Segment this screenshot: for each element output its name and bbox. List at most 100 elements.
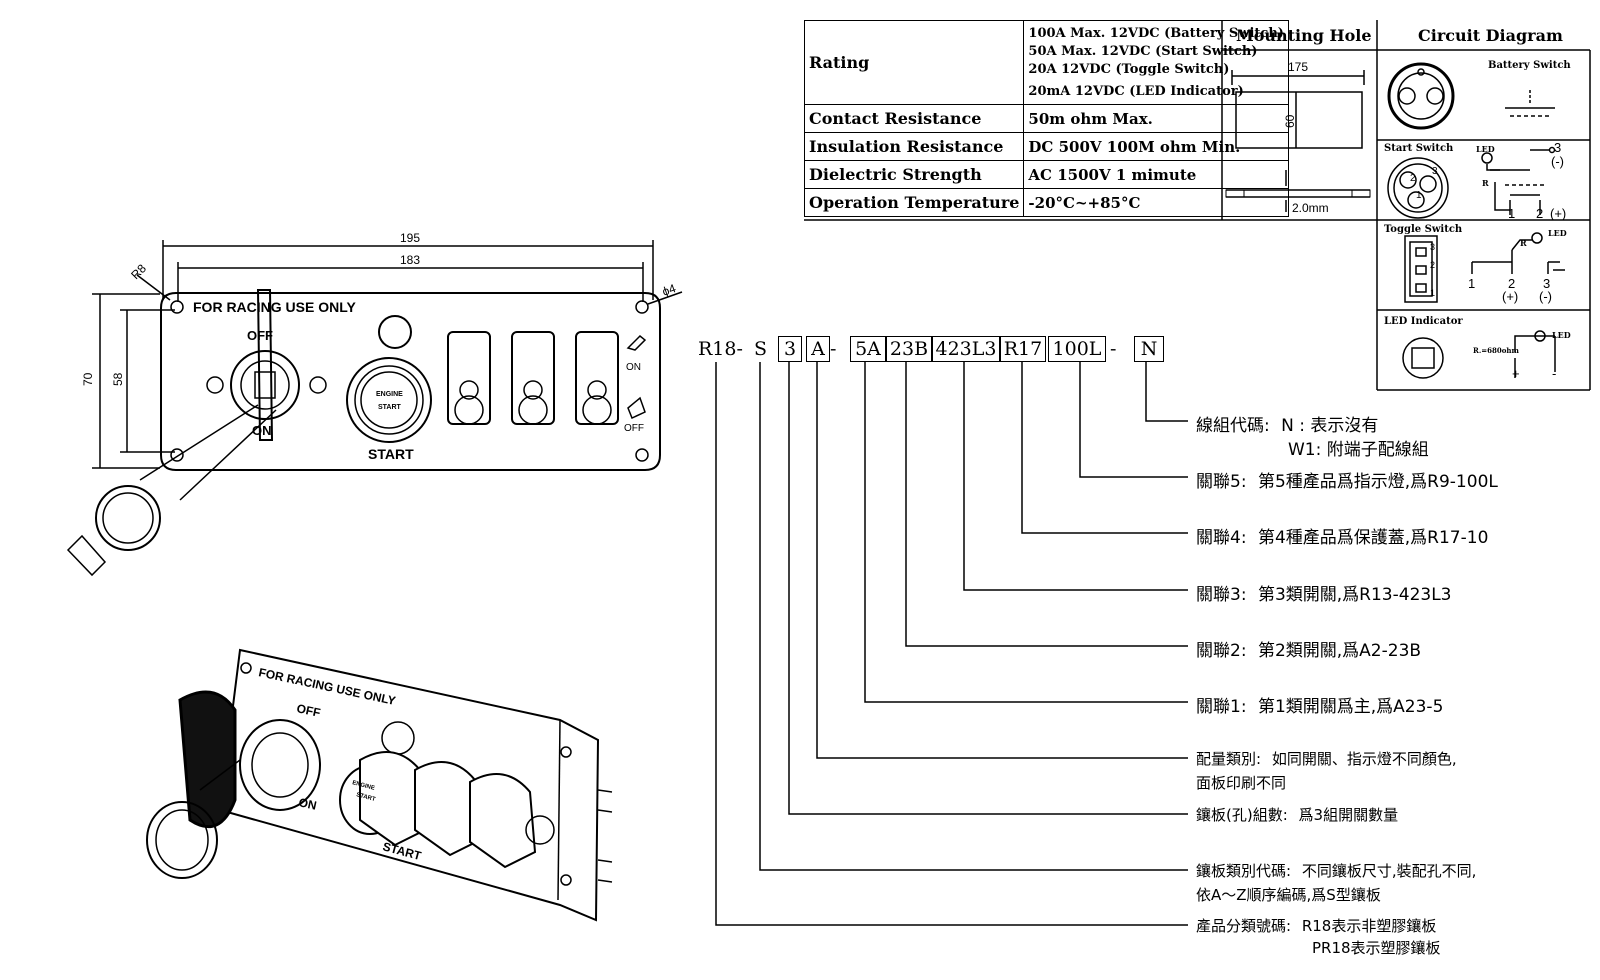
iso-off-label: OFF [295,701,321,720]
code-box-r17: R17 [1000,336,1046,362]
legend-text: 不同鑲板尺寸,裝配孔不同, [1301,862,1477,880]
dielectric-label: Dielectric Strength [803,160,1025,189]
panel-warning-text: FOR RACING USE ONLY [193,299,356,315]
panel-start-label: START [368,446,414,462]
start-pin2: 2 [1536,206,1543,221]
contact-value: 50m ohm Max. [1023,104,1289,133]
mounting-height: 60 [1283,114,1297,128]
legend-text: 第1類開關爲主,爲A23-5 [1257,697,1444,717]
dim-70: 70 [81,372,95,386]
legend-key: 關聯2: [1196,641,1247,661]
toggle-switch-circuit [1404,232,1565,303]
rating-label: Rating [803,20,1025,105]
temp-value: -20°C~+85°C [1023,188,1289,217]
legend-row-1: 關聯5: 第5種產品爲指示燈,爲R9-100L [1196,467,1498,492]
mounting-circuit-grid [804,20,1591,391]
toggle-box-pin1: 1 [1430,288,1435,298]
legend-key: 關聯5: [1196,472,1247,492]
rating-toggle: 20A 12VDC (Toggle Switch) [1028,61,1230,77]
led-indicator-circuit [1402,330,1556,379]
insulation-value: DC 500V 100M ohm Min. [1023,132,1289,161]
legend-key: 關聯4: [1196,528,1247,548]
mounting-thickness: 2.0mm [1292,201,1329,215]
dim-58: 58 [111,372,125,386]
legend-row-6-line2: 面板印刷不同 [1196,774,1287,792]
toggle-minus: (-) [1539,289,1552,304]
panel-dimensions: 195 183 70 58 R8 ϕ4 [81,231,678,386]
start-box-pin1: 1 [1416,190,1422,201]
contact-label: Contact Resistance [803,104,1025,133]
legend-key: 鑲板類別代碼: [1196,862,1292,880]
code-dash-2: - [1110,338,1117,360]
legend-row-4: 關聯2: 第2類開關,爲A2-23B [1196,636,1421,661]
led-r-value: R.=680ohm [1473,346,1519,355]
iso-start-label: START [381,839,423,863]
code-box-5a: 5A [850,336,886,362]
panel-isometric-view[interactable] [146,648,613,922]
panel-on-label: ON [252,423,272,438]
start-plus: (+) [1550,206,1566,221]
dim-183: 183 [400,253,420,267]
toggle-pin2: 2 [1508,276,1515,291]
panel-off-label: OFF [247,328,273,343]
legend-row-8: 鑲板類別代碼: 不同鑲板尺寸,裝配孔不同, [1196,860,1476,881]
panel-toggle-on: ON [626,362,641,373]
code-box-423l3: 423L3 [932,336,1000,362]
rating-led: 20mA 12VDC (LED Indicator) [1028,83,1244,99]
dim-phi4: ϕ4 [660,281,678,299]
legend-row-0: 線組代碼: N : 表示沒有 [1196,411,1378,436]
legend-text: 如同開關、指示燈不同顏色, [1271,750,1457,768]
mounting-hole-drawing [1225,70,1371,212]
legend-key: 關聯3: [1196,585,1247,605]
toggle-led-label: LED [1548,228,1567,238]
toggle-pin1: 1 [1468,276,1475,291]
led-plus: + [1512,366,1520,381]
legend-text: 第4種產品爲保護蓋,爲R17-10 [1257,528,1489,548]
toggle-box-pin2: 2 [1430,260,1435,270]
start-led-label: LED [1476,144,1495,154]
spec-table: Rating 100A Max. 12VDC (Battery Switch) … [803,20,1289,217]
panel-front-view[interactable] [66,240,683,577]
rating-values: 100A Max. 12VDC (Battery Switch) 50A Max… [1023,20,1289,105]
code-box-n: N [1134,336,1164,362]
legend-text: N : 表示沒有 [1281,416,1379,436]
legend-row-0-line2: W1: 附端子配線組 [1288,440,1429,460]
start-box-pin2: 2 [1410,173,1416,184]
legend-row-6: 配量類別: 如同開關、指示燈不同顏色, [1196,748,1457,769]
iso-start-small-label: START [355,792,376,803]
legend-row-3: 關聯3: 第3類開關,爲R13-423L3 [1196,580,1452,605]
battery-switch-label: Battery Switch [1488,60,1571,71]
panel-engine-label: ENGINE [376,391,403,398]
legend-text: 第5種產品爲指示燈,爲R9-100L [1257,472,1498,492]
mounting-title: Mounting Hole [1236,26,1372,45]
circuit-labels: Battery Switch Start Switch Toggle Switc… [1384,60,1571,355]
start-box-pin3: 3 [1432,166,1438,177]
toggle-r-label: R [1520,238,1527,248]
legend-key: 產品分類號碼: [1196,917,1292,935]
led-indicator-label: LED Indicator [1384,316,1463,327]
start-switch-circuit [1387,146,1556,219]
legend-key: 線組代碼: [1196,416,1270,436]
iso-warning-text: FOR RACING USE ONLY [257,665,396,708]
legend-text: 第2類開關,爲A2-23B [1257,641,1422,661]
legend-text: 爲3組開關數量 [1298,806,1399,824]
dim-r8: R8 [128,261,149,282]
start-minus: (-) [1551,154,1564,169]
code-box-a: A [806,336,830,362]
led-led-label: LED [1552,330,1571,340]
panel-front-labels: FOR RACING USE ONLY OFF ON ENGINE START … [193,299,644,462]
panel-start-small-label: START [378,404,402,411]
rating-battery: 100A Max. 12VDC (Battery Switch) [1028,25,1284,41]
legend-row-9-line2: PR18表示塑膠鑲板 [1312,939,1441,957]
dim-195: 195 [400,231,420,245]
code-s: S [754,338,768,360]
start-pin3: 3 [1554,140,1561,155]
iso-on-label: ON [297,795,318,812]
toggle-switch-label: Toggle Switch [1384,224,1463,235]
code-box-23b: 23B [886,336,932,362]
code-box-3: 3 [778,336,802,362]
led-minus: - [1552,366,1556,381]
insulation-label: Insulation Resistance [803,132,1025,161]
legend-key: 配量類別: [1196,750,1262,768]
